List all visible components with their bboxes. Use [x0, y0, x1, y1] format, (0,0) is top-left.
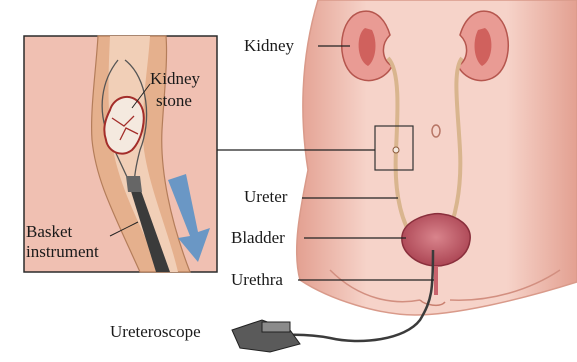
right-kidney [458, 11, 508, 80]
ureter-stone [393, 147, 399, 153]
label-basket-line2: instrument [26, 242, 126, 262]
bladder [402, 214, 470, 266]
label-basket-instrument: Basket instrument [26, 222, 126, 262]
label-urethra: Urethra [231, 270, 283, 289]
label-bladder: Bladder [231, 228, 285, 247]
label-ureteroscope: Ureteroscope [110, 322, 201, 341]
label-kidney: Kidney [244, 36, 294, 55]
label-kidney-stone: Kidney stone [150, 68, 220, 112]
label-ureter: Ureter [244, 187, 287, 206]
label-basket-line1: Basket [26, 222, 126, 242]
label-kidney-stone-line1: Kidney [150, 68, 220, 90]
label-kidney-stone-line2: stone [150, 90, 220, 112]
